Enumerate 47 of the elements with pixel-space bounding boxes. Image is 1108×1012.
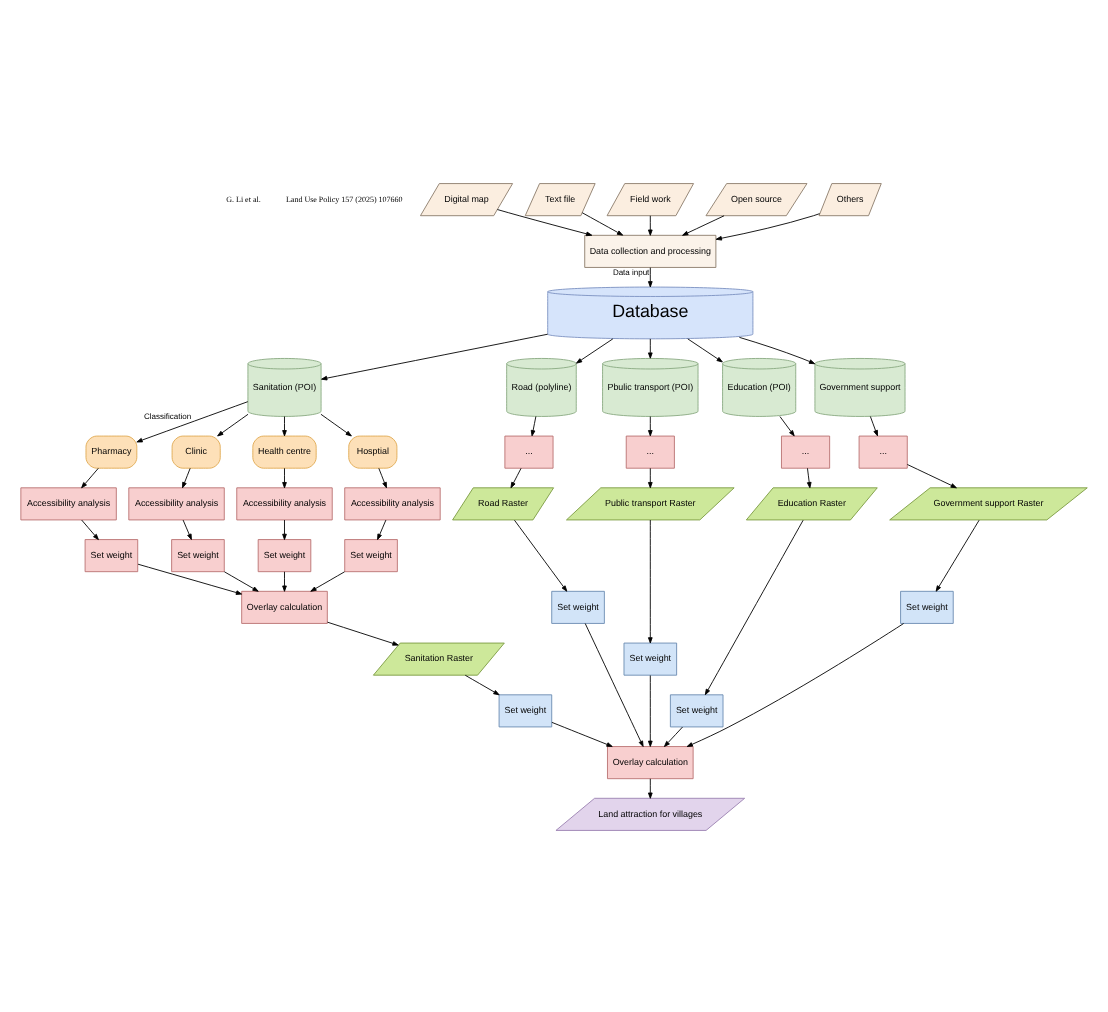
arrow bbox=[584, 622, 644, 746]
arrow bbox=[223, 570, 259, 591]
arrow bbox=[464, 673, 500, 695]
arrow bbox=[806, 466, 812, 488]
arrow bbox=[715, 212, 821, 240]
arrow bbox=[648, 214, 653, 235]
arrow bbox=[377, 518, 387, 539]
arrow bbox=[81, 466, 99, 488]
arrow bbox=[282, 415, 287, 436]
arrow bbox=[779, 415, 795, 436]
arrow bbox=[686, 622, 905, 746]
arrow bbox=[648, 266, 653, 287]
arrow bbox=[704, 518, 804, 695]
arrow bbox=[514, 518, 568, 591]
arrow bbox=[496, 208, 593, 236]
arrow bbox=[282, 466, 287, 488]
arrow bbox=[648, 674, 653, 746]
arrow bbox=[551, 720, 613, 746]
arrow bbox=[663, 725, 683, 746]
arrow bbox=[576, 337, 614, 363]
arrow bbox=[687, 337, 723, 362]
arrow bbox=[530, 415, 537, 436]
arrow bbox=[136, 400, 249, 442]
arrow bbox=[217, 412, 249, 436]
arrow bbox=[648, 518, 653, 643]
arrow bbox=[869, 415, 878, 436]
arrow bbox=[648, 415, 653, 436]
arrow bbox=[648, 337, 653, 358]
arrow bbox=[648, 777, 653, 798]
arrow bbox=[510, 466, 522, 488]
arrow bbox=[282, 518, 287, 539]
arrow bbox=[935, 518, 980, 591]
arrow bbox=[378, 466, 387, 488]
arrow bbox=[321, 332, 549, 380]
arrow bbox=[182, 466, 191, 488]
arrow bbox=[682, 214, 725, 235]
arrow bbox=[327, 620, 399, 645]
arrow bbox=[310, 570, 346, 591]
arrow bbox=[738, 335, 816, 364]
arrow bbox=[182, 518, 192, 539]
arrow bbox=[648, 466, 653, 488]
arrow bbox=[81, 518, 99, 539]
arrow bbox=[906, 463, 957, 488]
arrow bbox=[581, 211, 624, 235]
arrow bbox=[320, 412, 352, 436]
arrow bbox=[137, 562, 243, 594]
arrow bbox=[282, 570, 287, 591]
